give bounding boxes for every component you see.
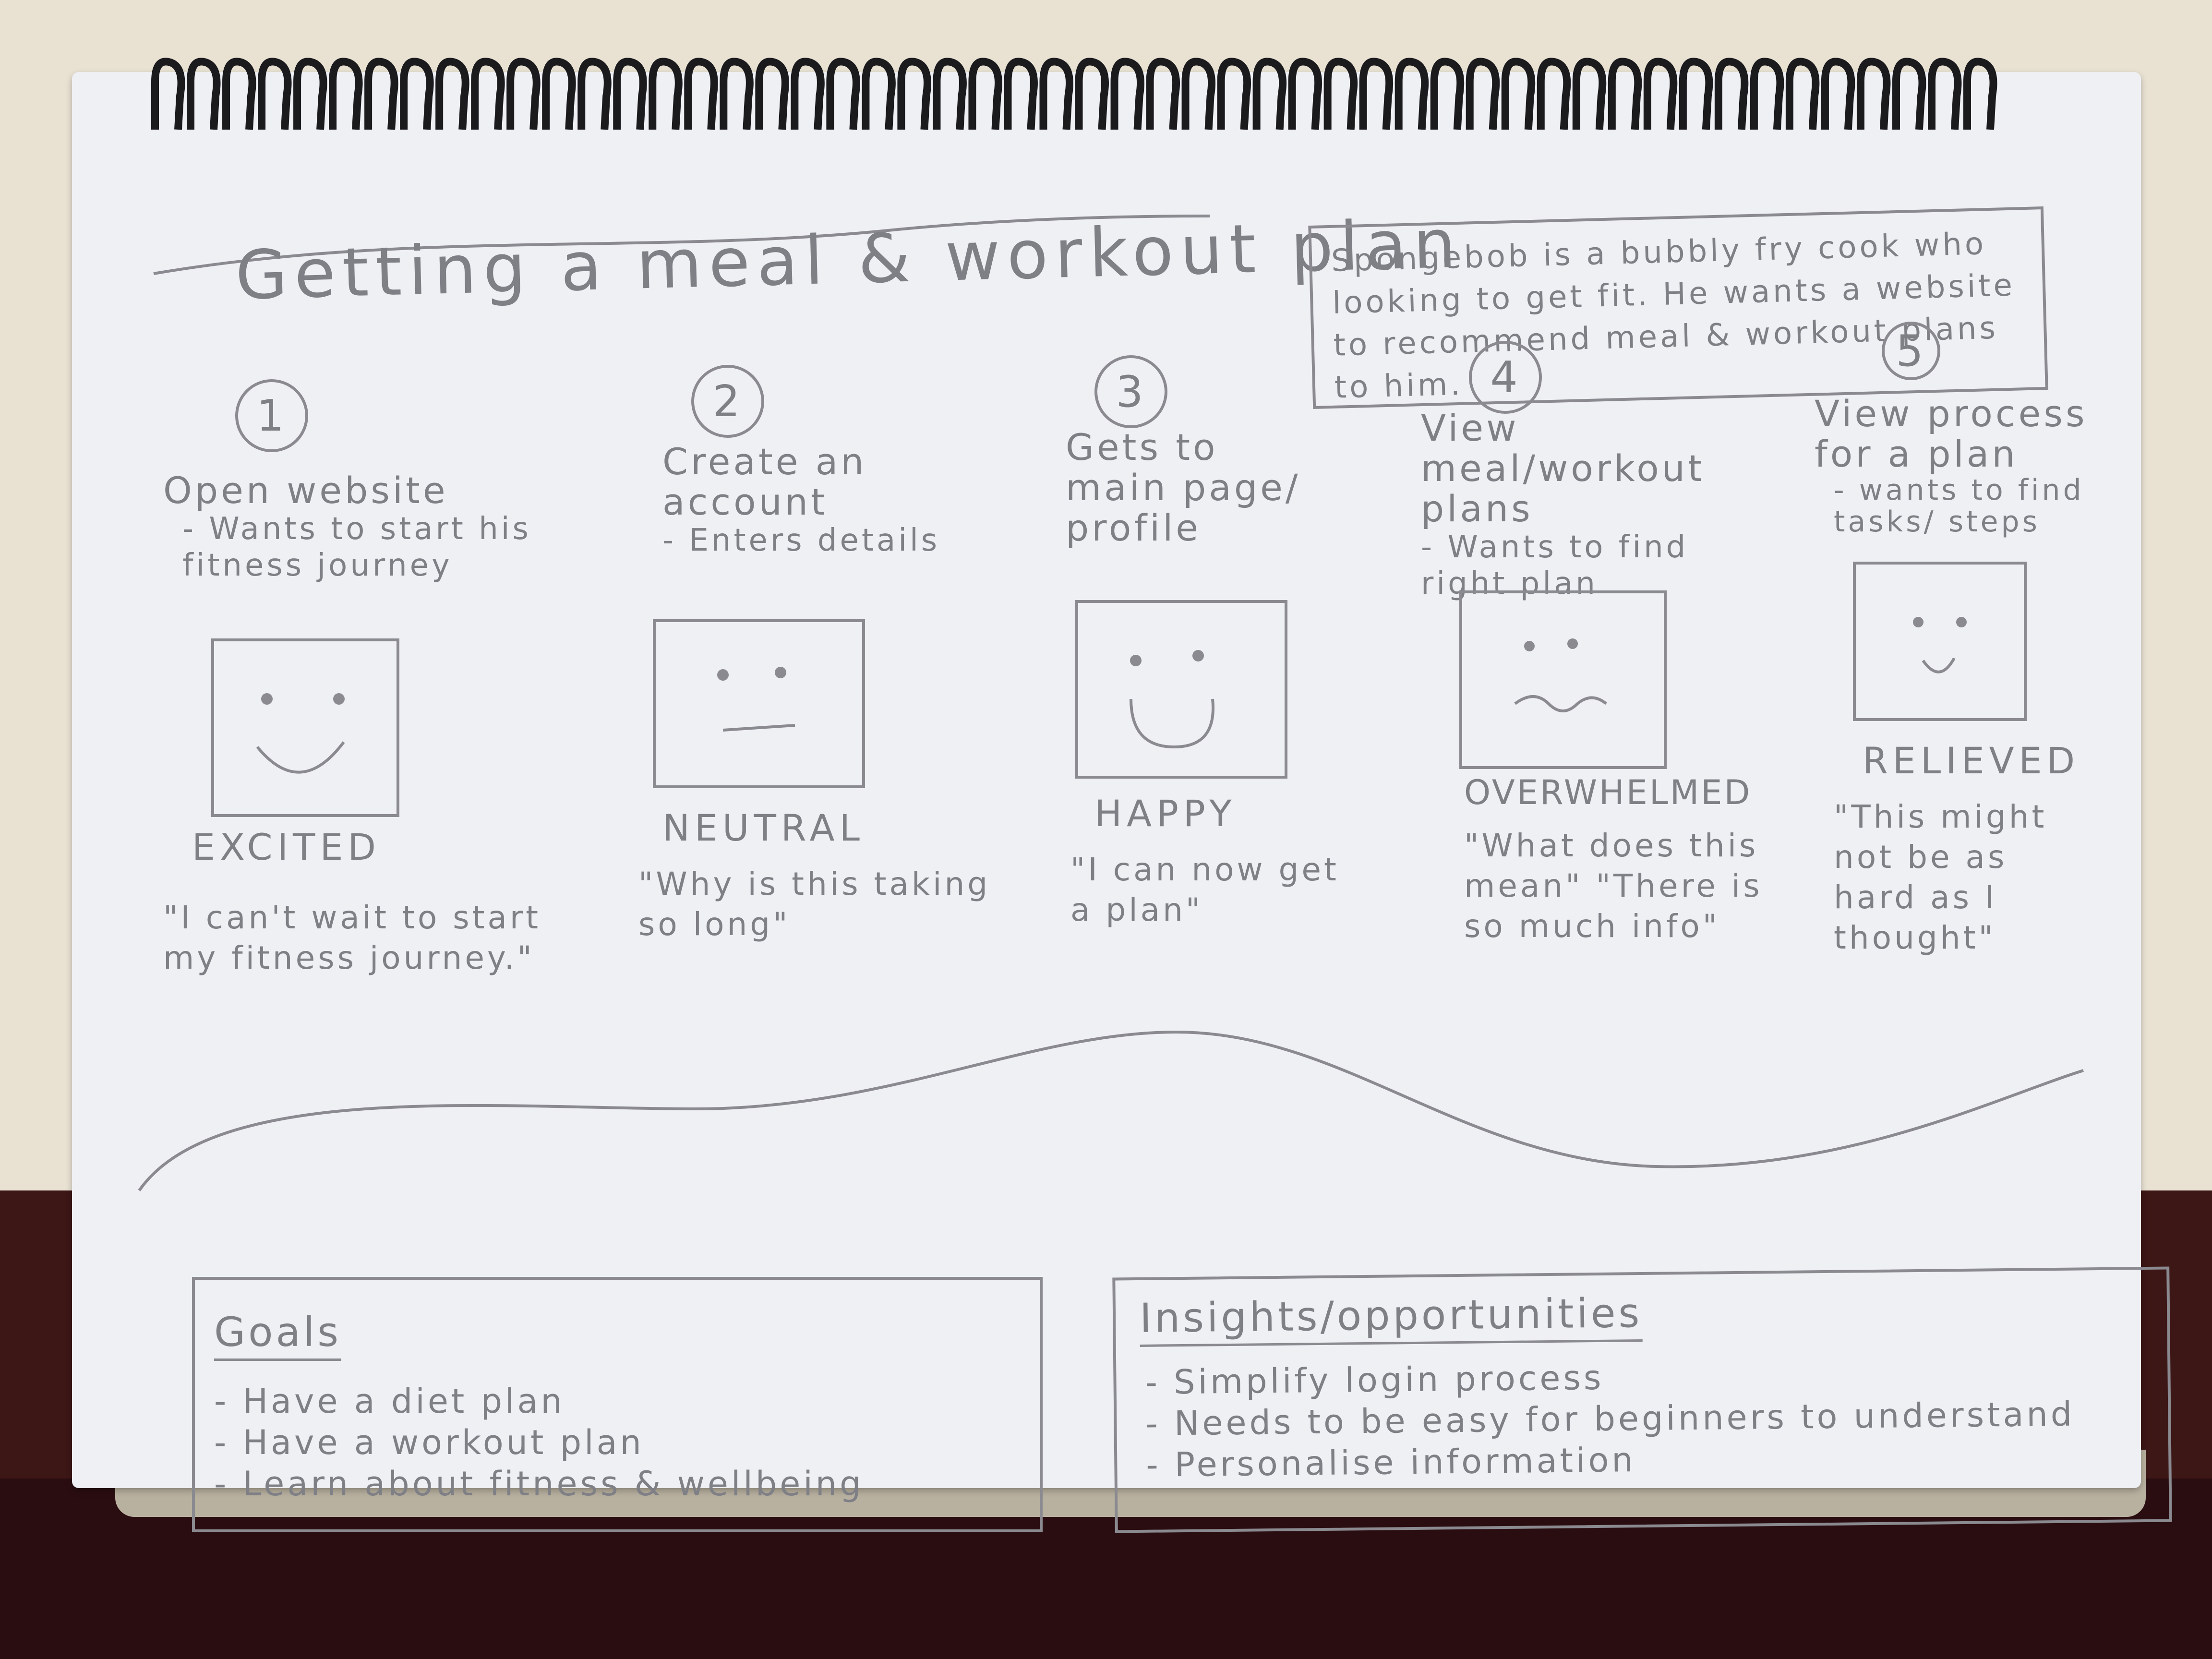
step-2-quote: "Why is this taking so long" <box>638 866 991 943</box>
excited-face-icon <box>256 693 345 774</box>
binding-ring <box>1466 58 1500 130</box>
goals-list: - Have a diet plan - Have a workout plan… <box>214 1381 1030 1504</box>
binding-ring <box>329 58 363 130</box>
binding-ring <box>1288 58 1322 130</box>
binding-ring <box>1039 58 1073 130</box>
binding-ring <box>1430 58 1465 130</box>
binding-ring <box>720 58 754 130</box>
binding-ring <box>1004 58 1038 130</box>
relieved-face-icon <box>1913 617 1967 673</box>
goals-item: - Have a workout plan <box>214 1423 644 1462</box>
step-3-title: Gets to main page/ profile <box>1066 426 1301 549</box>
binding-ring <box>1963 58 1997 130</box>
sketchbook-page: Getting a meal & workout plan Spongebob … <box>72 72 2172 1533</box>
step-1-number: 1 <box>235 379 308 452</box>
binding-ring <box>1217 58 1251 130</box>
binding-ring <box>684 58 718 130</box>
goals-item: - Have a diet plan <box>214 1382 565 1421</box>
step-5-title: View process for a plan - wants to find … <box>1815 392 2088 539</box>
journey-curves <box>138 215 2084 1191</box>
binding-ring <box>1181 58 1215 130</box>
binding-ring <box>968 58 1002 130</box>
step-5-quote: "This might not be as hard as I thought" <box>1834 798 2047 956</box>
binding-ring <box>542 58 576 130</box>
step-4-quote: "What does this mean" "There is so much … <box>1464 827 1763 945</box>
step-3-emotion: HAPPY <box>1094 792 1237 835</box>
binding-ring <box>364 58 398 130</box>
binding-ring <box>1075 58 1109 130</box>
goals-box: Goals - Have a diet plan - Have a workou… <box>192 1277 1043 1532</box>
step-1-emotion: EXCITED <box>192 826 381 868</box>
step-5-emotion: RELIEVED <box>1863 739 2080 782</box>
step-4-emotion: OVERWHELMED <box>1464 773 1752 812</box>
binding-ring <box>187 58 221 130</box>
binding-ring <box>1572 58 1607 130</box>
spiral-binding <box>151 58 1997 130</box>
binding-ring <box>1537 58 1571 130</box>
insights-box: Insights/opportunities - Simplify login … <box>1112 1266 2172 1533</box>
binding-ring <box>577 58 612 130</box>
step-3-number: 3 <box>1094 355 1167 428</box>
binding-ring <box>1679 58 1713 130</box>
step-4-number: 4 <box>1469 341 1542 414</box>
binding-ring <box>1608 58 1642 130</box>
binding-ring <box>826 58 860 130</box>
goals-item: - Learn about fitness & wellbeing <box>214 1464 864 1503</box>
binding-ring <box>471 58 505 130</box>
binding-ring <box>933 58 967 130</box>
binding-ring <box>755 58 789 130</box>
binding-ring <box>222 58 256 130</box>
binding-ring <box>1359 58 1394 130</box>
binding-ring <box>1785 58 1820 130</box>
binding-ring <box>649 58 683 130</box>
binding-ring <box>1714 58 1749 130</box>
binding-ring <box>1323 58 1358 130</box>
binding-ring <box>1395 58 1429 130</box>
binding-ring <box>435 58 469 130</box>
step-3-face <box>1075 600 1287 779</box>
step-4-face <box>1459 590 1667 769</box>
step-2-emotion: NEUTRAL <box>662 806 865 849</box>
binding-ring <box>1252 58 1287 130</box>
step-2-number: 2 <box>691 365 764 438</box>
step-3-quote: "I can now get a plan" <box>1070 851 1339 928</box>
binding-ring <box>151 58 185 130</box>
binding-ring <box>1643 58 1678 130</box>
title-underline <box>153 215 1210 275</box>
binding-ring <box>1750 58 1784 130</box>
step-2-face <box>653 619 865 788</box>
step-1-title: Open website - Wants to start his fitnes… <box>163 469 531 584</box>
neutral-face-icon <box>717 667 795 732</box>
step-1-quote: "I can't wait to start my fitness journe… <box>163 899 541 976</box>
binding-ring <box>400 58 434 130</box>
binding-ring <box>293 58 327 130</box>
step-1-face <box>211 638 399 817</box>
binding-ring <box>791 58 825 130</box>
binding-ring <box>1110 58 1144 130</box>
binding-ring <box>1146 58 1180 130</box>
persona-text: Spongebob is a bubbly fry cook who looki… <box>1331 226 2016 406</box>
step-5-face <box>1853 562 2027 721</box>
binding-ring <box>1501 58 1536 130</box>
binding-ring <box>862 58 896 130</box>
binding-ring <box>1821 58 1855 130</box>
insights-list: - Simplify login process - Needs to be e… <box>1145 1351 2135 1486</box>
insights-heading: Insights/opportunities <box>1139 1289 1643 1347</box>
binding-ring <box>1927 58 1962 130</box>
binding-ring <box>897 58 931 130</box>
binding-ring <box>1892 58 1926 130</box>
binding-ring <box>1856 58 1891 130</box>
persona-box: Spongebob is a bubbly fry cook who looki… <box>1308 206 2048 409</box>
binding-ring <box>506 58 541 130</box>
emotion-curve <box>138 1030 2084 1191</box>
goals-heading: Goals <box>214 1309 342 1361</box>
step-5-number: 5 <box>1882 322 1940 380</box>
overwhelmed-face-icon <box>1514 638 1607 712</box>
happy-face-icon <box>1130 650 1214 749</box>
binding-ring <box>613 58 647 130</box>
step-4-title: View meal/workout plans - Wants to find … <box>1421 407 1705 602</box>
binding-ring <box>258 58 292 130</box>
step-2-title: Create an account - Enters details <box>662 440 940 559</box>
